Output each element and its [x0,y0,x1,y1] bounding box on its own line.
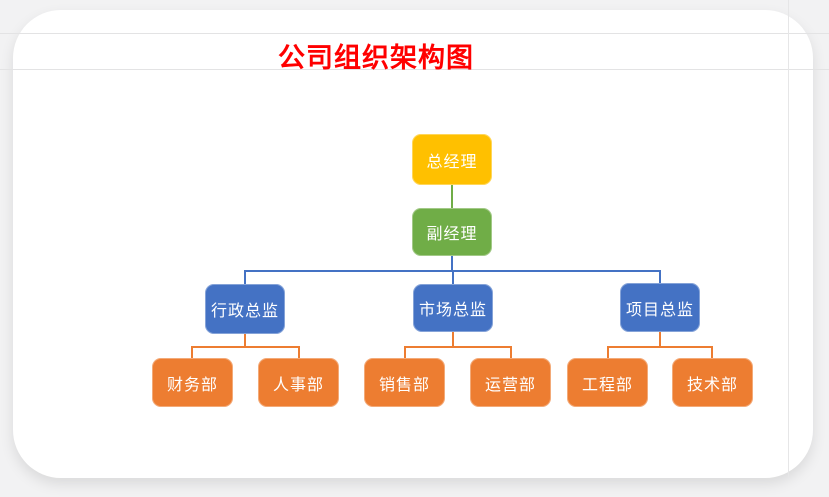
node-project-director[interactable]: 项目总监 [620,283,700,332]
node-engineering-dept[interactable]: 工程部 [567,358,648,407]
connector-drop-project [659,270,661,283]
connector-drop-ops [510,346,512,358]
node-technology-dept[interactable]: 技术部 [672,358,753,407]
node-hr-dept[interactable]: 人事部 [258,358,339,407]
connector-drop-finance [191,346,193,358]
connector-drop-sales [404,346,406,358]
node-admin-director[interactable]: 行政总监 [205,284,285,334]
gridline [0,33,829,34]
connector-market-rail [404,346,512,348]
connector-admin-stem [244,334,246,347]
connector-market-stem [452,332,454,347]
gridline [788,0,789,478]
node-general-manager[interactable]: 总经理 [412,134,492,185]
chart-title: 公司组织架构图 [278,43,474,73]
connector-drop-tech [711,346,713,358]
node-operations-dept[interactable]: 运营部 [470,358,551,407]
connector-drop-market [452,270,454,284]
node-marketing-director[interactable]: 市场总监 [413,284,493,332]
node-sales-dept[interactable]: 销售部 [364,358,445,407]
node-deputy-manager[interactable]: 副经理 [412,208,492,256]
node-finance-dept[interactable]: 财务部 [152,358,233,407]
connector-gm-dgm [451,185,453,208]
connector-drop-admin [244,270,246,284]
connector-admin-rail [191,346,300,348]
connector-dgm-stem [451,256,453,271]
gridline [0,69,829,70]
connector-project-rail [607,346,713,348]
connector-project-stem [659,332,661,347]
connector-drop-hr [298,346,300,358]
connector-drop-eng [607,346,609,358]
